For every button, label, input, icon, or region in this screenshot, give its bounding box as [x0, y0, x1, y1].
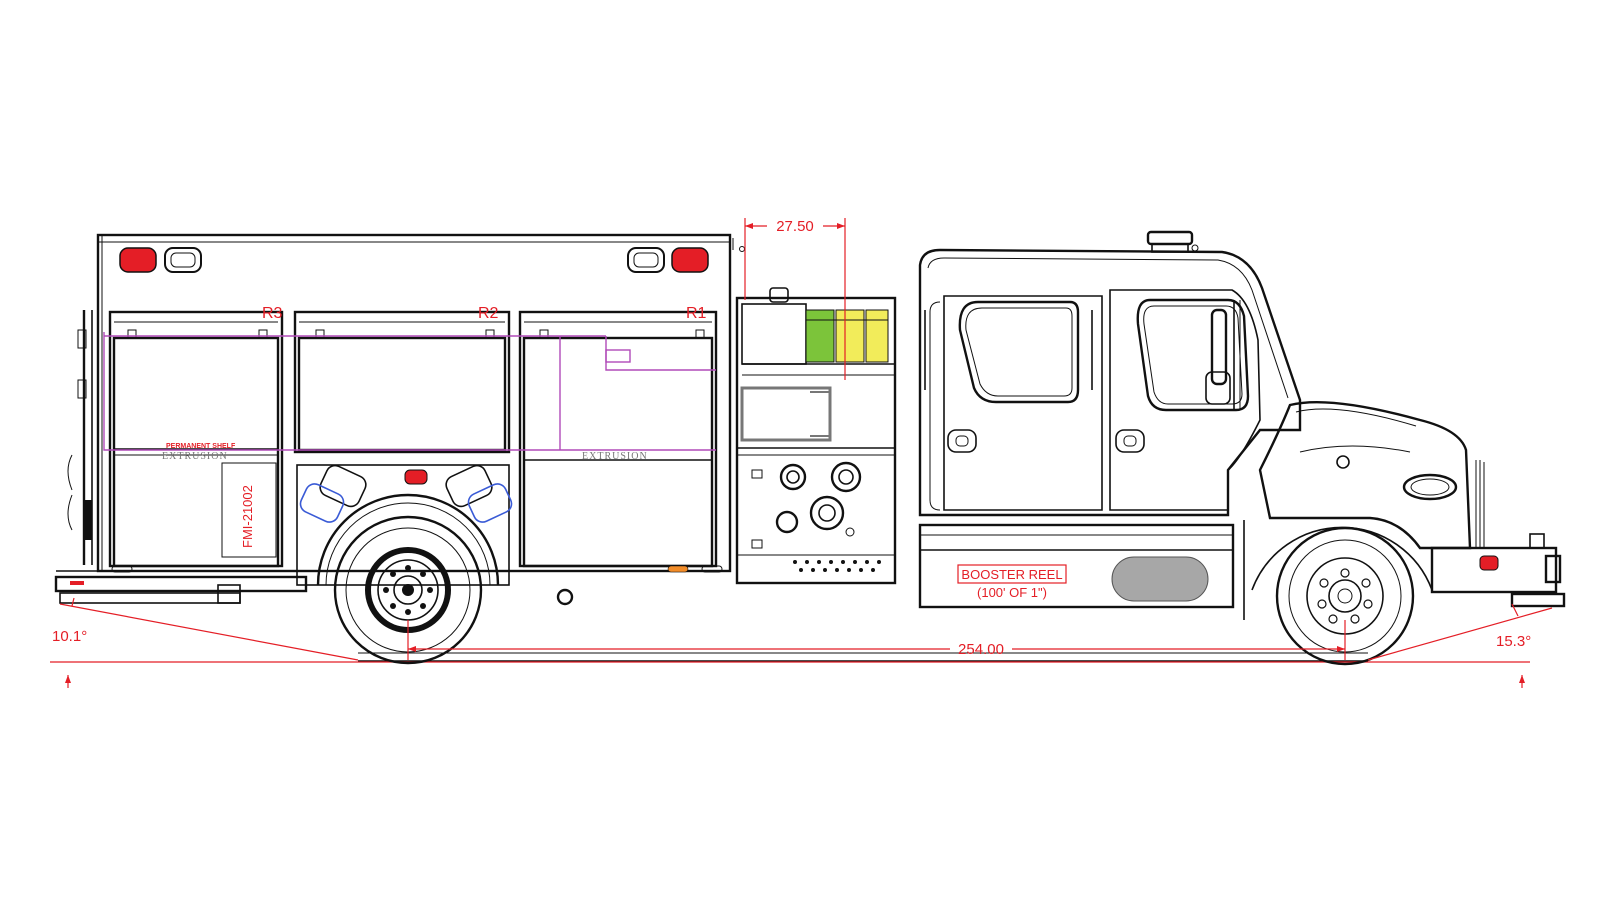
front-wheel [1251, 526, 1433, 666]
rear-ladder [67, 310, 93, 565]
dim-hose-bed-value: 27.50 [776, 218, 814, 235]
hood [1258, 400, 1566, 608]
dim-approach-angle [1367, 603, 1553, 688]
label-permanent-shelf: PERMANENT SHELF [166, 443, 236, 450]
pump-panel [735, 287, 897, 585]
compartment-r1 [518, 310, 718, 568]
side-mirror [1210, 308, 1228, 386]
dim-wheelbase [407, 620, 1346, 660]
label-door-code: FMI-21002 [240, 485, 255, 548]
hose-yellow-1 [835, 309, 865, 363]
hose-green [805, 309, 835, 363]
dim-departure-angle [59, 597, 359, 688]
hose-yellow-2 [865, 309, 889, 363]
chassis-body [894, 520, 1245, 620]
dim-departure-angle-value: 10.1° [52, 628, 87, 645]
booster-reel-box [957, 564, 1067, 584]
headlight [1402, 473, 1458, 501]
plumbing-lines [103, 332, 716, 451]
roof-light-bar [1146, 230, 1194, 246]
compartment-r3 [108, 310, 284, 568]
label-booster-reel: BOOSTER REEL [961, 567, 1062, 582]
cab [918, 230, 1302, 517]
rear-top-lights-right [627, 247, 709, 273]
dim-approach-angle-value: 15.3° [1496, 633, 1531, 650]
label-booster-reel-spec: (100' OF 1") [977, 585, 1047, 600]
compartment-r2 [293, 310, 511, 454]
label-extrusion-right: EXTRUSION [582, 451, 648, 462]
dim-hose-bed [744, 218, 846, 380]
rear-wheel-well [296, 464, 513, 586]
label-r3: R3 [262, 305, 283, 322]
label-extrusion-left: EXTRUSION [162, 451, 228, 462]
rear-window [958, 300, 1080, 404]
grille [1475, 460, 1485, 548]
rear-top-lights-left [119, 247, 202, 273]
label-r2: R2 [478, 305, 499, 322]
dim-wheelbase-value: 254.00 [958, 641, 1004, 658]
step-grille [1111, 556, 1209, 602]
rear-body [54, 233, 745, 606]
label-r1: R1 [686, 305, 707, 322]
body-top [96, 233, 732, 573]
front-bumper [1430, 546, 1558, 594]
